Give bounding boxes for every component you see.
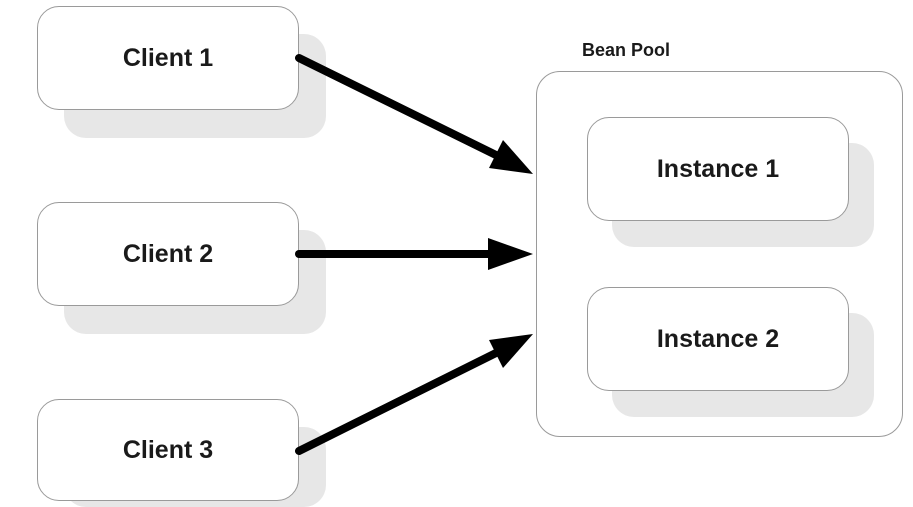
arrow-client-1-head — [489, 140, 533, 174]
instance-1-box: Instance 1 — [587, 117, 849, 221]
client-3-box: Client 3 — [37, 399, 299, 501]
bean-pool-title: Bean Pool — [582, 40, 671, 60]
instance-1-label: Instance 1 — [656, 154, 780, 183]
arrow-client-3-head — [489, 334, 533, 368]
client-3-label: Client 3 — [122, 435, 214, 464]
arrow-client-1-shaft — [295, 54, 502, 160]
client-2-box: Client 2 — [37, 202, 299, 306]
arrow-client-2-head — [488, 238, 533, 270]
client-2-label: Client 2 — [122, 239, 214, 268]
instance-2-box: Instance 2 — [587, 287, 849, 391]
instance-2-label: Instance 2 — [656, 324, 780, 353]
client-1-label: Client 1 — [122, 43, 214, 72]
arrow-client-3-shaft — [295, 348, 502, 455]
